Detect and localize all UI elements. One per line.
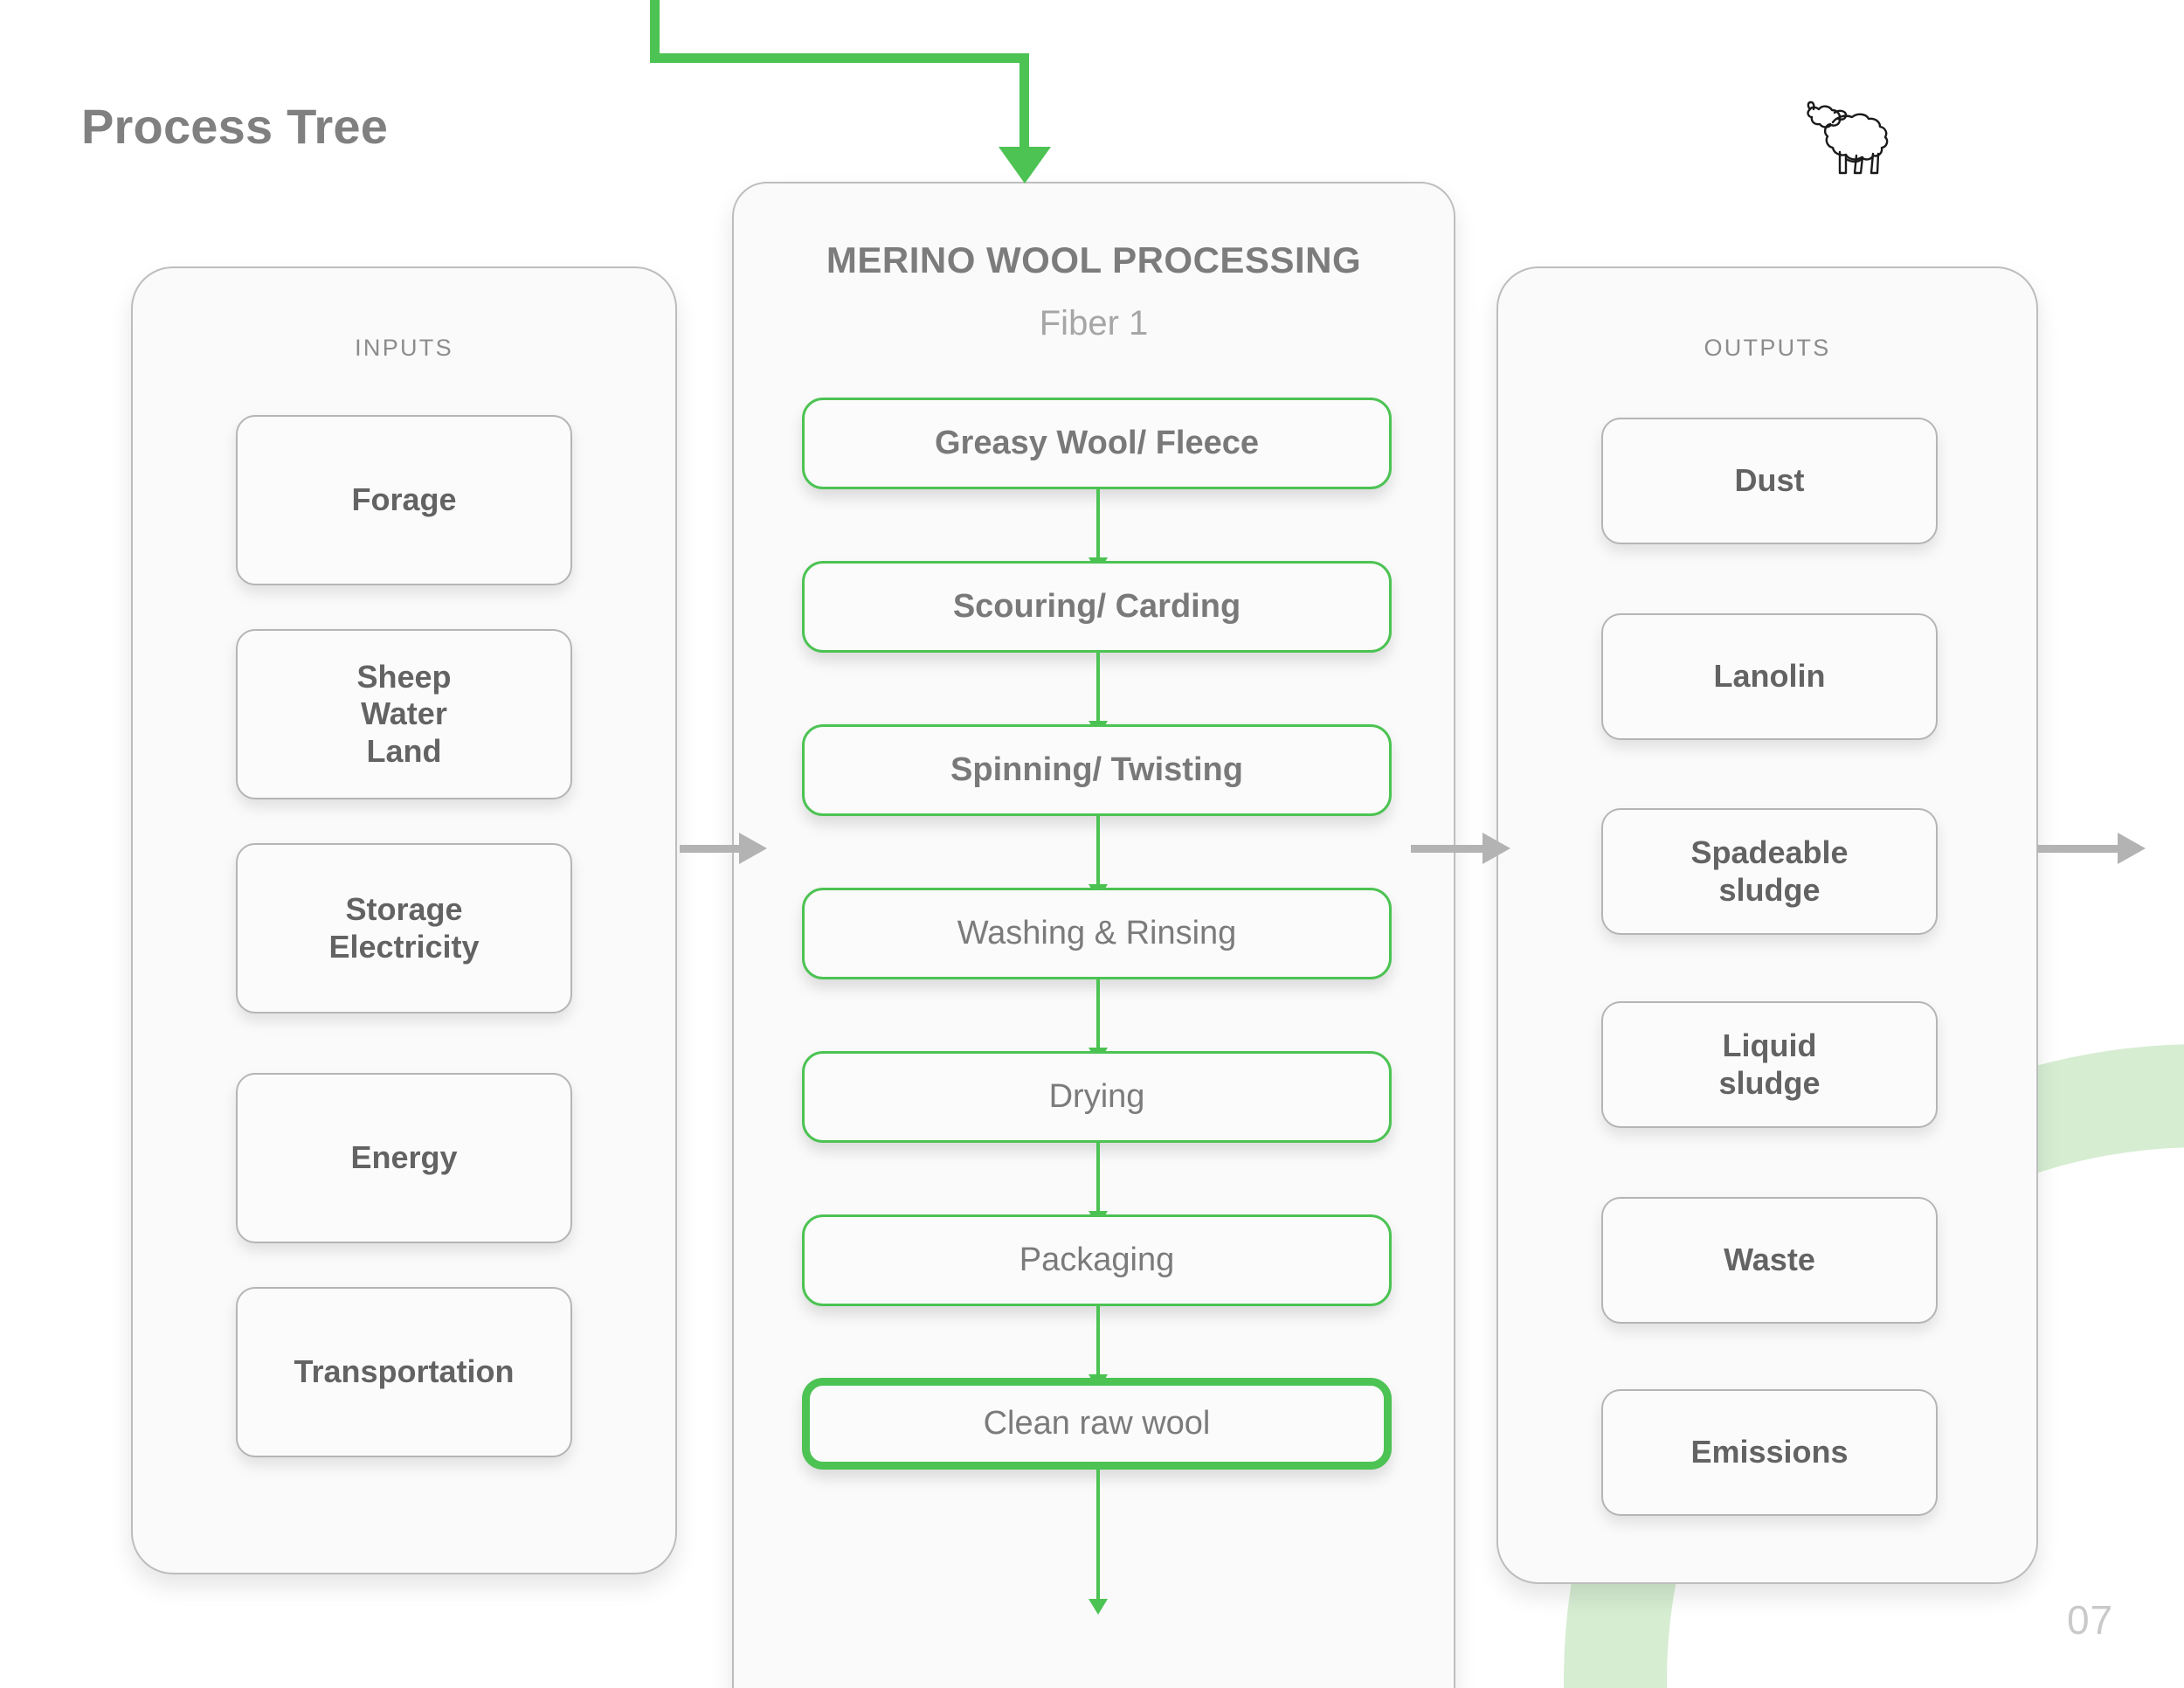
- page-title: Process Tree: [81, 99, 389, 154]
- input-label: Sheep Water Land: [356, 659, 452, 769]
- output-label: Lanolin: [1713, 658, 1826, 695]
- arrowhead-right-icon: [2118, 833, 2146, 864]
- arrow-shaft: [1411, 845, 1482, 853]
- input-box-storage-electricity[interactable]: Storage Electricity: [236, 843, 572, 1013]
- output-box-spadeable-sludge[interactable]: Spadeable sludge: [1601, 808, 1938, 935]
- process-title: MERINO WOOL PROCESSING: [826, 239, 1362, 280]
- output-box-emissions[interactable]: Emissions: [1601, 1389, 1938, 1516]
- input-box-sheep-water-land[interactable]: Sheep Water Land: [236, 629, 572, 799]
- output-box-waste[interactable]: Waste: [1601, 1197, 1938, 1324]
- outputs-heading: OUTPUTS: [1704, 335, 1831, 361]
- output-label: Liquid sludge: [1718, 1027, 1821, 1101]
- process-step-greasy-wool-fleece[interactable]: Greasy Wool/ Fleece: [802, 398, 1392, 489]
- output-label: Waste: [1724, 1242, 1815, 1278]
- input-label: Forage: [351, 481, 457, 518]
- arrowhead-down-icon: [999, 147, 1051, 183]
- step-connector-outflow: [1096, 1470, 1100, 1601]
- input-box-forage[interactable]: Forage: [236, 415, 572, 585]
- step-connector-5: [1096, 1143, 1100, 1213]
- process-step-clean-raw-wool[interactable]: Clean raw wool: [802, 1378, 1392, 1470]
- step-connector-3: [1096, 816, 1100, 886]
- process-subtitle: Fiber 1: [1039, 304, 1149, 342]
- arrow-segment-vertical-right: [1019, 53, 1029, 152]
- step-label: Packaging: [1019, 1242, 1175, 1278]
- flow-arrow-inputs-to-process: [680, 833, 767, 864]
- arrowhead-right-icon: [1482, 833, 1510, 864]
- arrow-segment-vertical-left: [650, 0, 660, 63]
- inputs-heading: INPUTS: [355, 335, 453, 361]
- flow-arrow-outputs-exit: [2037, 833, 2146, 864]
- output-box-dust[interactable]: Dust: [1601, 418, 1938, 544]
- input-label: Storage Electricity: [328, 891, 480, 965]
- arrow-segment-horizontal: [650, 53, 1029, 63]
- page-number: 07: [2067, 1597, 2114, 1643]
- output-box-liquid-sludge[interactable]: Liquid sludge: [1601, 1001, 1938, 1128]
- step-connector-4: [1096, 979, 1100, 1049]
- process-step-spinning-twisting[interactable]: Spinning/ Twisting: [802, 724, 1392, 816]
- step-label: Spinning/ Twisting: [950, 751, 1243, 788]
- output-label: Emissions: [1690, 1434, 1849, 1470]
- step-connector-1: [1096, 489, 1100, 559]
- process-step-packaging[interactable]: Packaging: [802, 1214, 1392, 1306]
- sheep-icon: [1804, 98, 1900, 176]
- step-label: Drying: [1048, 1078, 1145, 1115]
- step-label: Washing & Rinsing: [957, 915, 1237, 951]
- process-step-washing-rinsing[interactable]: Washing & Rinsing: [802, 888, 1392, 979]
- arrowhead-right-icon: [739, 833, 767, 864]
- step-label: Greasy Wool/ Fleece: [934, 425, 1260, 461]
- step-label: Scouring/ Carding: [952, 588, 1241, 625]
- input-box-energy[interactable]: Energy: [236, 1073, 572, 1243]
- input-label: Transportation: [294, 1353, 515, 1390]
- input-box-transportation[interactable]: Transportation: [236, 1287, 572, 1457]
- input-label: Energy: [350, 1139, 458, 1176]
- process-step-drying[interactable]: Drying: [802, 1051, 1392, 1143]
- process-step-scouring-carding[interactable]: Scouring/ Carding: [802, 561, 1392, 653]
- flow-arrow-process-to-outputs: [1411, 833, 1511, 864]
- arrow-shaft: [680, 845, 739, 853]
- arrow-shaft: [2037, 845, 2118, 853]
- step-label: Clean raw wool: [983, 1405, 1211, 1442]
- output-label: Spadeable sludge: [1690, 834, 1849, 908]
- step-connector-2: [1096, 653, 1100, 723]
- output-box-lanolin[interactable]: Lanolin: [1601, 613, 1938, 740]
- step-connector-6: [1096, 1306, 1100, 1376]
- output-label: Dust: [1734, 462, 1805, 499]
